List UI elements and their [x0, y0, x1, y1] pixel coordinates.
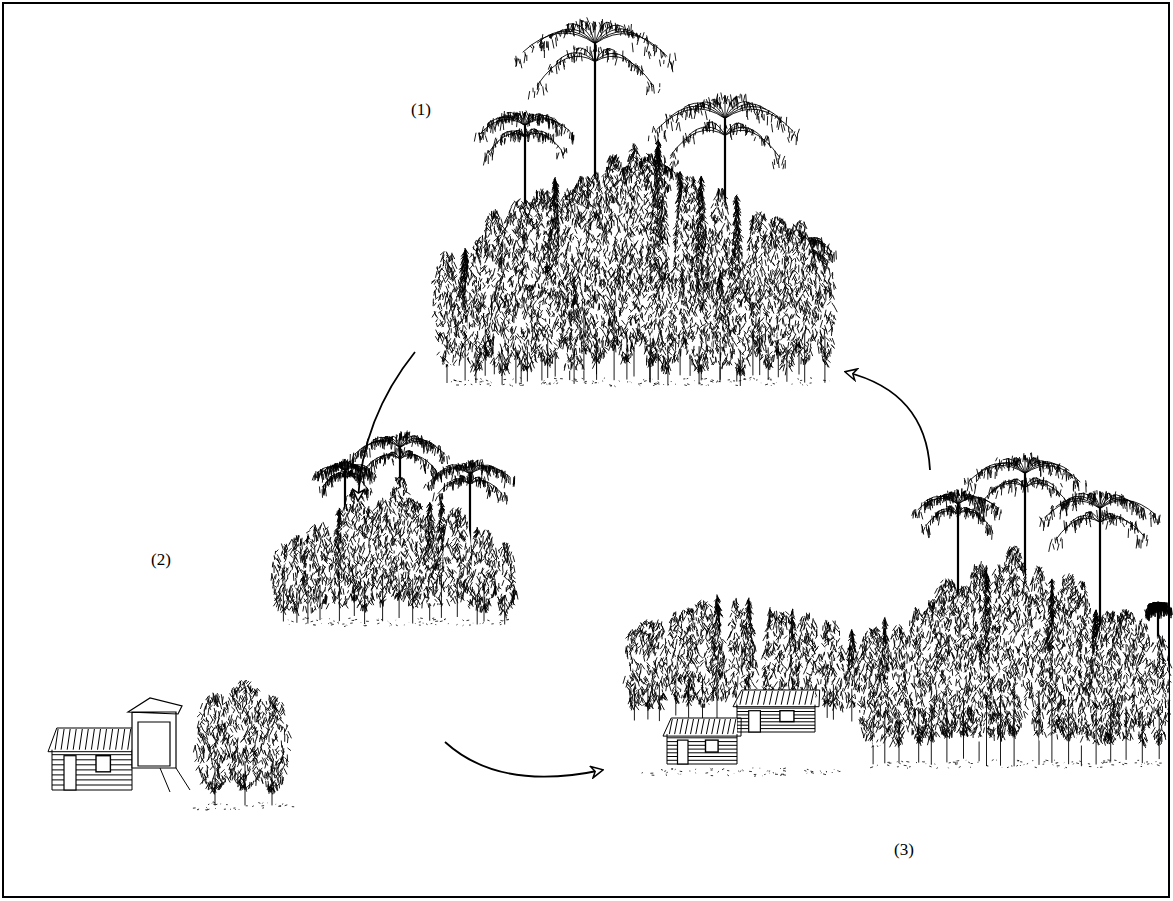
tree: [756, 290, 779, 380]
araucaria-crown: [474, 111, 573, 165]
outhouse-steps: [160, 768, 190, 792]
window: [706, 740, 719, 752]
ground: [870, 760, 1162, 769]
cycle-arrow: [445, 742, 602, 777]
house-fill: [52, 728, 132, 790]
house: [663, 718, 741, 764]
araucaria-crown: [1145, 602, 1173, 621]
ground: [451, 377, 829, 386]
tree: [1147, 633, 1172, 759]
tree: [648, 620, 670, 721]
tree: [649, 273, 685, 385]
outhouse: [128, 698, 182, 768]
door: [678, 740, 689, 764]
cycle-arrow: [358, 352, 415, 500]
tree: [464, 298, 487, 383]
araucaria-crown: [648, 93, 799, 171]
araucaria-crown: [312, 459, 376, 500]
tree: [614, 254, 641, 380]
ground: [288, 618, 509, 627]
tree: [252, 695, 292, 805]
araucaria-crown: [1040, 491, 1160, 552]
tree: [814, 251, 837, 383]
tree: [995, 546, 1034, 766]
tree: [684, 278, 719, 384]
araucaria-crown: [515, 18, 676, 99]
house-fill: [667, 718, 737, 764]
araucaria-trunk: [1099, 509, 1101, 641]
tree: [564, 277, 584, 384]
stage-number: (3): [893, 840, 915, 860]
door: [749, 711, 761, 732]
ground: [193, 802, 294, 810]
tree: [493, 543, 516, 624]
araucaria-crown: [424, 459, 515, 505]
stage-number: (1): [410, 100, 432, 120]
cycle-arrow: [846, 372, 930, 470]
door: [64, 756, 76, 790]
window: [96, 756, 110, 772]
tree: [776, 293, 800, 381]
tree: [530, 266, 567, 378]
tree: [839, 629, 865, 721]
stage-number: (2): [150, 550, 172, 570]
house: [48, 728, 137, 790]
ground: [642, 768, 841, 777]
tree: [702, 595, 730, 719]
tree: [726, 287, 756, 386]
araucaria-crown: [912, 489, 1001, 540]
house: [733, 690, 820, 732]
window: [780, 711, 794, 722]
tree: [584, 263, 612, 379]
